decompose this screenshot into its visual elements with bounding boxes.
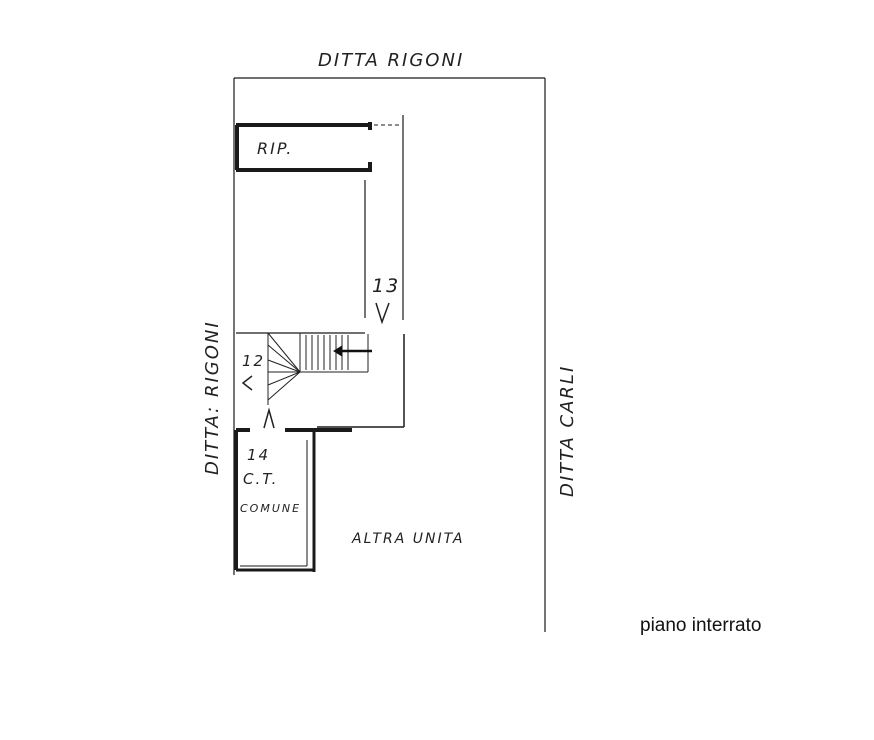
stair-step-label-top: 13 xyxy=(372,275,400,297)
left-chevron-icon xyxy=(241,375,253,391)
stair-arrow-icon xyxy=(333,345,372,357)
heating-room-common-label: COMUNE xyxy=(240,502,301,515)
room-number-label: 14 xyxy=(247,446,270,464)
staircase xyxy=(267,332,369,405)
heating-room xyxy=(234,428,352,572)
floor-caption: piano interrato xyxy=(640,615,762,636)
up-arrow-icon xyxy=(263,407,275,429)
heating-room-label: C.T. xyxy=(243,470,278,488)
left-neighbor-label: DITTA: RIGONI xyxy=(202,320,223,475)
other-unit-label: ALTRA UNITA xyxy=(351,531,464,547)
stair-step-label-mid: 12 xyxy=(242,352,265,370)
right-neighbor-label: DITTA CARLI xyxy=(557,365,578,497)
down-chevron-icon xyxy=(375,302,390,325)
storage-room xyxy=(235,122,372,172)
storage-room-label: RIP. xyxy=(257,139,293,158)
top-neighbor-label: DITTA RIGONI xyxy=(318,50,464,71)
